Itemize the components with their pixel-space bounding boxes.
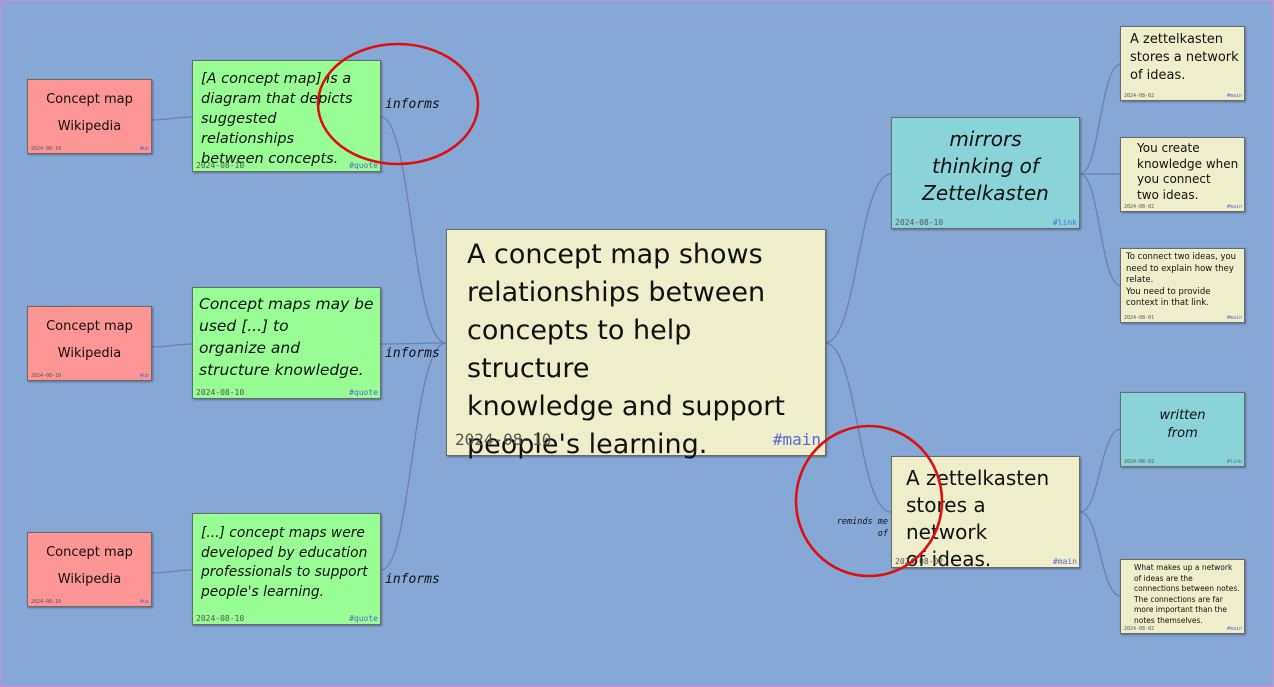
link-main-zk	[824, 342, 892, 513]
zk-line: A zettelkasten	[906, 466, 1050, 490]
link-r5	[1079, 511, 1122, 597]
link-quote-3	[380, 342, 447, 571]
quote-line: Concept maps may be	[199, 295, 374, 313]
zk-line: stores a network	[906, 493, 988, 544]
source-card[interactable]: Concept map Wikipedia 2024-08-10 #ub	[27, 79, 152, 154]
card-tag[interactable]: #main	[1226, 315, 1242, 321]
card-date: 2024-08-02	[895, 557, 944, 566]
right-link-card[interactable]: written from 2024-08-02 #link	[1120, 392, 1245, 467]
card-tag[interactable]: #quote	[349, 388, 378, 397]
source-subtitle: Wikipedia	[57, 346, 122, 361]
source-title: Concept map	[46, 92, 133, 107]
link-r1	[1079, 63, 1122, 175]
card-tag[interactable]: #link	[1052, 218, 1077, 227]
link-line: Zettelkasten	[922, 181, 1049, 205]
card-date: 2024-08-10	[895, 218, 944, 227]
link-main-link	[824, 173, 892, 344]
right-note-card[interactable]: A zettelkasten stores a network of ideas…	[1120, 26, 1245, 101]
card-tag[interactable]: #ub	[139, 146, 149, 152]
right-note-card[interactable]: You create knowledge when you connect tw…	[1120, 137, 1245, 212]
link-source-1	[151, 116, 194, 121]
source-title: Concept map	[46, 545, 133, 560]
right-note-card[interactable]: What makes up a network of ideas are the…	[1120, 559, 1245, 634]
card-date: 2024-08-10	[196, 388, 245, 397]
link-r4	[1079, 428, 1122, 513]
card-date: 2024-08-10	[31, 599, 62, 605]
quote-card[interactable]: [...] concept maps were developed by edu…	[192, 513, 381, 625]
right-note-card[interactable]: To connect two ideas, you need to explai…	[1120, 248, 1245, 323]
quote-line: people's learning.	[201, 583, 325, 600]
card-date: 2024-08-10	[31, 373, 62, 379]
card-tag[interactable]: #ub	[139, 373, 149, 379]
card-tag[interactable]: #main	[1226, 626, 1242, 632]
source-subtitle: Wikipedia	[57, 572, 122, 587]
quote-line: professionals to support	[201, 564, 368, 580]
quote-line: suggested relationships	[201, 111, 295, 147]
source-card[interactable]: Concept map Wikipedia 2024-08-10 #ub	[27, 532, 152, 607]
card-date: 2024-08-02	[1124, 626, 1155, 632]
edge-label-informs: informs	[385, 572, 440, 587]
edge-label-informs: informs	[385, 97, 440, 112]
quote-line: organize and	[199, 339, 301, 357]
card-date: 2024-08-02	[1124, 93, 1155, 99]
link-quote-2	[380, 342, 447, 345]
main-line: concepts to help structure	[467, 315, 692, 384]
edge-label-informs: informs	[385, 346, 440, 361]
link-line: thinking of	[932, 154, 1039, 178]
quote-line: [...] concept maps were	[201, 525, 365, 541]
link-source-2	[151, 343, 194, 348]
card-date: 2024-08-10	[196, 161, 245, 170]
card-tag[interactable]: #main	[1226, 93, 1242, 99]
card-date: 2024-08-01	[1124, 315, 1155, 321]
link-line: mirrors	[949, 127, 1022, 151]
card-tag[interactable]: #main	[1052, 557, 1077, 566]
card-tag[interactable]: #ub	[139, 599, 149, 605]
card-tag[interactable]: #link	[1226, 459, 1242, 465]
card-tag[interactable]: #quote	[349, 161, 378, 170]
source-card[interactable]: Concept map Wikipedia 2024-08-10 #ub	[27, 306, 152, 381]
card-tag[interactable]: #quote	[349, 614, 378, 623]
card-date: 2024-08-02	[1124, 459, 1155, 465]
source-title: Concept map	[46, 319, 133, 334]
quote-card[interactable]: [A concept map] is a diagram that depict…	[192, 60, 381, 172]
quote-card[interactable]: Concept maps may be used [...] to organi…	[192, 287, 381, 399]
link-source-3	[151, 569, 194, 574]
source-subtitle: Wikipedia	[57, 119, 122, 134]
main-note-card[interactable]: A concept map shows relationships betwee…	[446, 229, 826, 460]
main-line: relationships between	[467, 277, 766, 308]
link-r3	[1079, 173, 1122, 287]
link-note-card[interactable]: mirrors thinking of Zettelkasten 2024-08…	[891, 117, 1080, 229]
link-quote-1	[380, 116, 447, 344]
main-line: people's learning.	[467, 429, 708, 460]
quote-line: used [...] to	[199, 317, 289, 335]
card-tag[interactable]: #main	[1226, 204, 1242, 210]
main-line: A concept map shows	[467, 239, 763, 270]
quote-line: developed by education	[201, 544, 368, 561]
quote-line: between concepts.	[201, 151, 339, 167]
card-date: 2024-08-10	[196, 614, 245, 623]
quote-line: [A concept map] is a	[201, 71, 352, 87]
quote-line: diagram that depicts	[201, 91, 353, 107]
card-date: 2024-08-10	[455, 430, 552, 449]
edge-label-reminds: reminds me of	[836, 517, 888, 539]
card-tag[interactable]: #main	[772, 430, 821, 449]
card-date: 2024-08-10	[31, 146, 62, 152]
zettelkasten-note-card[interactable]: A zettelkasten stores a network of ideas…	[891, 456, 1080, 571]
main-line: knowledge and support	[467, 391, 785, 422]
card-date: 2024-08-02	[1124, 204, 1155, 210]
quote-line: structure knowledge.	[199, 361, 364, 379]
